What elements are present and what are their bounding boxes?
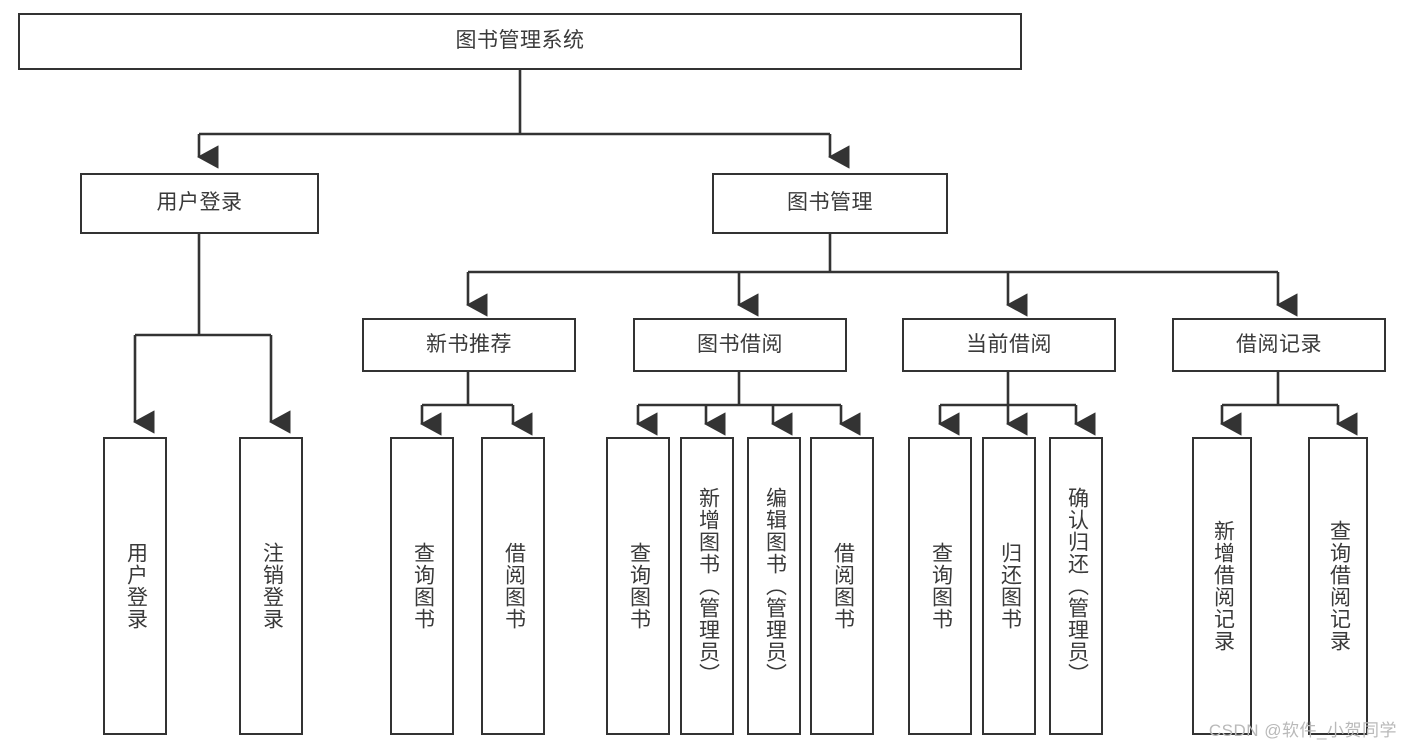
node-leaf-user-login-label: 用户登录	[124, 542, 148, 630]
node-leaf-add-book-label: 新增图书（管理员）	[696, 487, 720, 685]
node-leaf-borrow-book-2[interactable]: 借阅图书	[810, 437, 874, 735]
node-user-login[interactable]: 用户登录	[80, 173, 319, 234]
node-leaf-query-book-1[interactable]: 查询图书	[390, 437, 454, 735]
node-book-borrow-label: 图书借阅	[697, 332, 783, 356]
node-leaf-borrow-book-2-label: 借阅图书	[831, 542, 855, 630]
node-leaf-borrow-book-1[interactable]: 借阅图书	[481, 437, 545, 735]
node-book-manage-label: 图书管理	[787, 191, 873, 215]
node-leaf-borrow-book-1-label: 借阅图书	[502, 542, 526, 630]
node-leaf-user-logout-label: 注销登录	[260, 542, 284, 630]
node-leaf-add-book[interactable]: 新增图书（管理员）	[680, 437, 734, 735]
node-leaf-query-book-2-label: 查询图书	[627, 542, 651, 630]
node-leaf-return-book-label: 归还图书	[998, 542, 1022, 630]
node-leaf-query-book-2[interactable]: 查询图书	[606, 437, 670, 735]
node-root[interactable]: 图书管理系统	[18, 13, 1022, 70]
node-user-login-label: 用户登录	[156, 191, 243, 215]
node-leaf-return-book[interactable]: 归还图书	[982, 437, 1036, 735]
node-leaf-confirm-return[interactable]: 确认归还（管理员）	[1049, 437, 1103, 735]
node-current-borrow[interactable]: 当前借阅	[902, 318, 1116, 372]
watermark-text: CSDN @软件_小贺同学	[1208, 721, 1397, 740]
node-borrow-record[interactable]: 借阅记录	[1172, 318, 1386, 372]
node-leaf-query-record[interactable]: 查询借阅记录	[1308, 437, 1368, 735]
node-leaf-add-record-label: 新增借阅记录	[1211, 520, 1235, 652]
node-new-book-recommend[interactable]: 新书推荐	[362, 318, 576, 372]
node-new-book-recommend-label: 新书推荐	[426, 332, 512, 356]
node-leaf-user-logout[interactable]: 注销登录	[239, 437, 303, 735]
node-leaf-confirm-return-label: 确认归还（管理员）	[1065, 487, 1089, 685]
node-leaf-user-login[interactable]: 用户登录	[103, 437, 167, 735]
node-root-label: 图书管理系统	[455, 29, 585, 53]
node-book-borrow[interactable]: 图书借阅	[633, 318, 847, 372]
node-leaf-edit-book-label: 编辑图书（管理员）	[763, 487, 787, 685]
node-borrow-record-label: 借阅记录	[1236, 332, 1322, 356]
node-leaf-query-book-3[interactable]: 查询图书	[908, 437, 972, 735]
node-leaf-query-book-1-label: 查询图书	[411, 542, 435, 630]
node-book-manage[interactable]: 图书管理	[712, 173, 948, 234]
node-leaf-query-record-label: 查询借阅记录	[1327, 520, 1351, 652]
node-leaf-add-record[interactable]: 新增借阅记录	[1192, 437, 1252, 735]
node-leaf-query-book-3-label: 查询图书	[929, 542, 953, 630]
node-leaf-edit-book[interactable]: 编辑图书（管理员）	[747, 437, 801, 735]
node-current-borrow-label: 当前借阅	[966, 332, 1052, 356]
